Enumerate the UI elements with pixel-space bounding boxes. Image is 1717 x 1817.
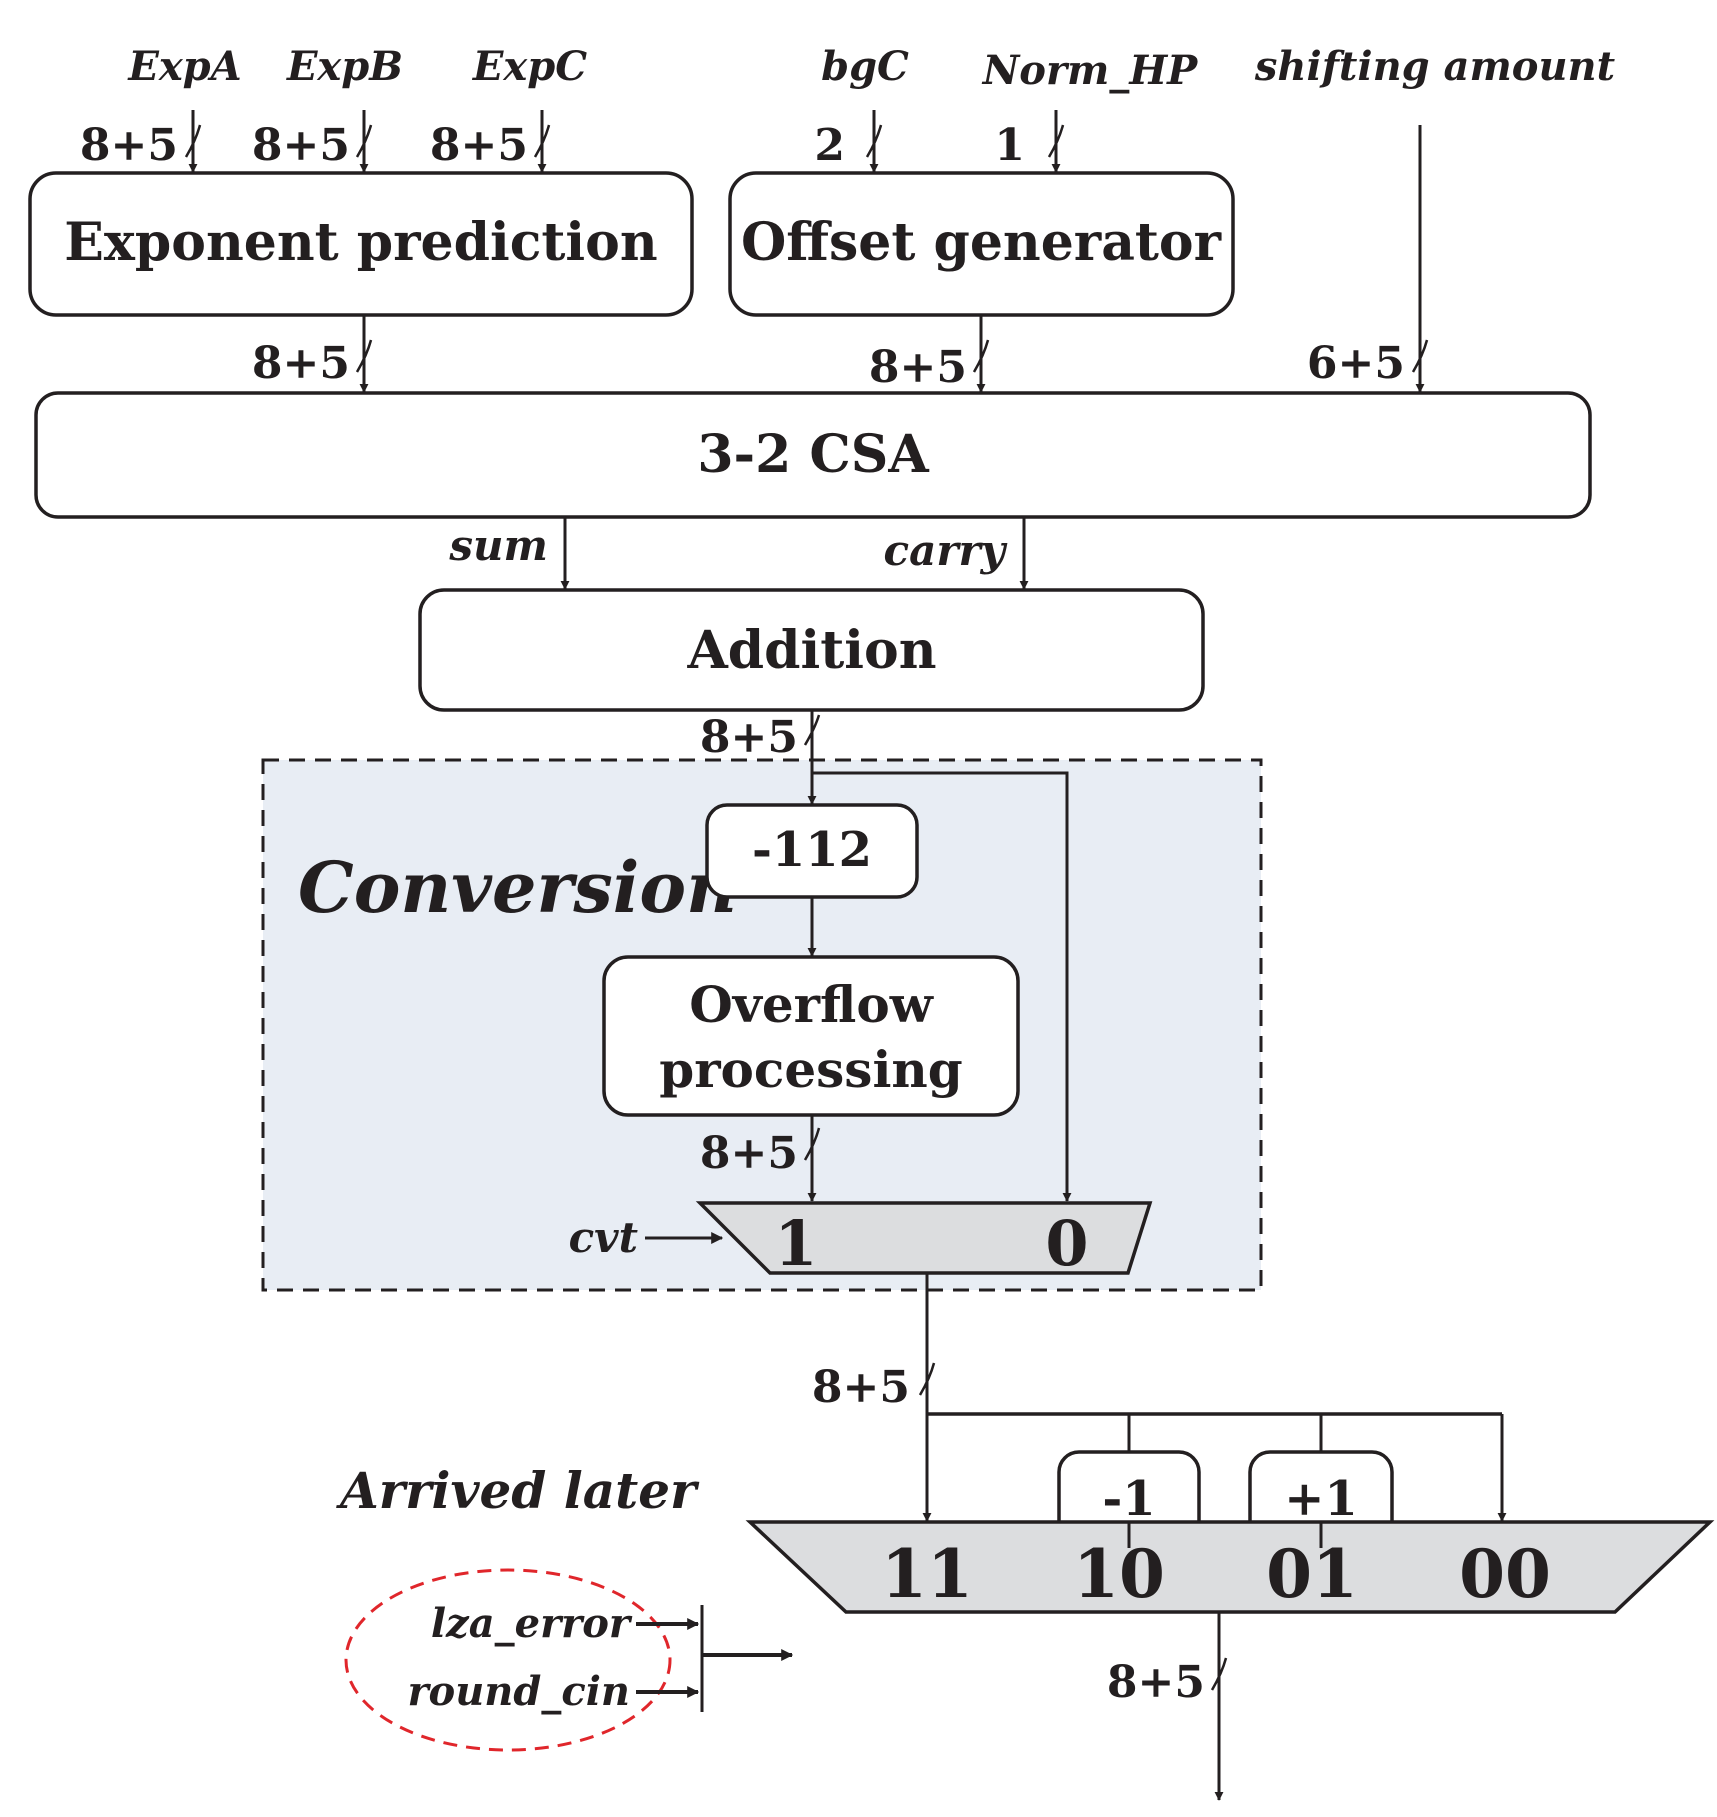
input-label-shifting-amount: shifting amount <box>1254 43 1616 90</box>
bus-slash-bgC <box>865 124 883 158</box>
width-label-expA: 8+5 <box>80 120 178 171</box>
width-label-offset-out: 8+5 <box>869 342 967 393</box>
bus-slash-overflow-out <box>803 1127 821 1161</box>
input-label-expA: ExpA <box>127 43 241 90</box>
width-label-final-out: 8+5 <box>1107 1657 1205 1708</box>
arrived-later-title: Arrived later <box>336 1461 700 1520</box>
sum-label: sum <box>448 521 548 570</box>
addition-label: Addition <box>686 620 936 681</box>
bus-slash-shifting <box>1411 339 1429 373</box>
bus-slash-expC <box>533 124 551 158</box>
width-label-expC: 8+5 <box>430 120 528 171</box>
bus-slash-offset-out <box>972 339 990 373</box>
final-mux-in-00: 00 <box>1459 1535 1551 1613</box>
bus-slash-addition-out <box>803 714 821 746</box>
minus112-label: -112 <box>752 822 872 878</box>
width-label-bgC: 2 <box>814 120 845 171</box>
width-label-conversion-out: 8+5 <box>812 1362 910 1413</box>
late-signals-ellipse <box>344 1568 672 1752</box>
round-cin-label: round_cin <box>407 1668 630 1715</box>
width-label-overflow-out: 8+5 <box>700 1128 798 1179</box>
exponent-prediction-label: Exponent prediction <box>64 212 657 273</box>
carry-label: carry <box>884 526 1008 575</box>
wire-bypass-to-mux0 <box>812 771 1072 1202</box>
input-label-norm-hp: Norm_HP <box>981 47 1199 94</box>
final-mux-in-11: 11 <box>881 1535 973 1613</box>
final-mux-in-01: 01 <box>1266 1535 1358 1613</box>
width-label-exppred-out: 8+5 <box>252 338 350 389</box>
overflow-label-line2: processing <box>659 1040 963 1099</box>
csa-label: 3-2 CSA <box>697 424 929 485</box>
conversion-mux-in1: 1 <box>774 1207 817 1280</box>
csa-block <box>34 391 1592 519</box>
width-label-norm-hp: 1 <box>994 120 1025 171</box>
bus-slash-exppred-out <box>355 339 373 373</box>
width-label-expB: 8+5 <box>252 120 350 171</box>
width-label-shifting: 6+5 <box>1307 338 1405 389</box>
bus-slash-final-out <box>1210 1657 1228 1691</box>
width-label-addition-out: 8+5 <box>700 712 798 763</box>
final-mux <box>745 1520 1715 1614</box>
final-mux-in-10: 10 <box>1073 1535 1165 1613</box>
plus1-label: +1 <box>1284 1471 1358 1527</box>
conversion-mux <box>695 1201 1153 1275</box>
conversion-title: Conversion <box>298 846 737 929</box>
minus1-label: -1 <box>1102 1471 1155 1527</box>
lza-error-label: lza_error <box>431 1600 633 1647</box>
bus-slash-expB <box>355 124 373 158</box>
exponent-prediction-block <box>28 171 694 317</box>
input-label-expB: ExpB <box>286 43 403 90</box>
overflow-label-line1: Overflow <box>689 975 934 1034</box>
conversion-mux-in0: 0 <box>1045 1207 1088 1280</box>
offset-generator-label: Offset generator <box>741 212 1222 273</box>
bus-slash-norm-hp <box>1047 124 1065 158</box>
bus-slash-expA <box>184 124 202 158</box>
input-label-bgC: bgC <box>821 43 909 90</box>
cvt-label: cvt <box>569 1213 638 1262</box>
input-label-expC: ExpC <box>472 43 587 90</box>
